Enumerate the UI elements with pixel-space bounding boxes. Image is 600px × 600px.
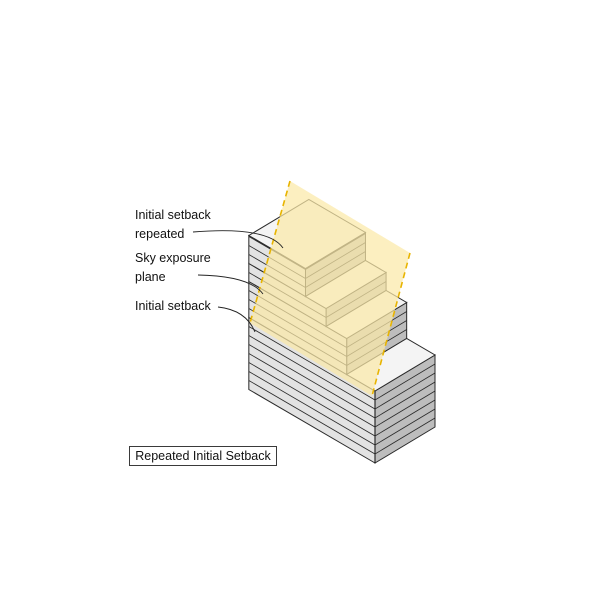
sky-exposure-plane-left-edge — [249, 180, 291, 324]
label-initial-setback-repeated-line2: repeated — [135, 227, 185, 241]
leader-initial-setback — [217, 306, 256, 333]
diagram-caption: Repeated Initial Setback — [129, 446, 277, 466]
label-sky-exposure-plane: Sky exposure plane — [135, 249, 211, 287]
label-initial-setback-repeated-line1: Initial setback — [135, 208, 211, 222]
leader-sky-exposure-plane — [197, 274, 264, 295]
leader-initial-setback-repeated — [192, 230, 284, 249]
label-sky-exposure-plane-line1: Sky exposure — [135, 251, 211, 265]
label-initial-setback: Initial setback — [135, 297, 211, 316]
sky-exposure-plane-surface — [250, 181, 410, 396]
label-initial-setback-line1: Initial setback — [135, 299, 211, 313]
label-sky-exposure-plane-line2: plane — [135, 270, 166, 284]
sky-exposure-plane — [249, 180, 411, 397]
sky-exposure-plane-right-edge — [371, 252, 411, 397]
callout-leaders — [192, 230, 284, 333]
label-initial-setback-repeated: Initial setback repeated — [135, 206, 211, 244]
